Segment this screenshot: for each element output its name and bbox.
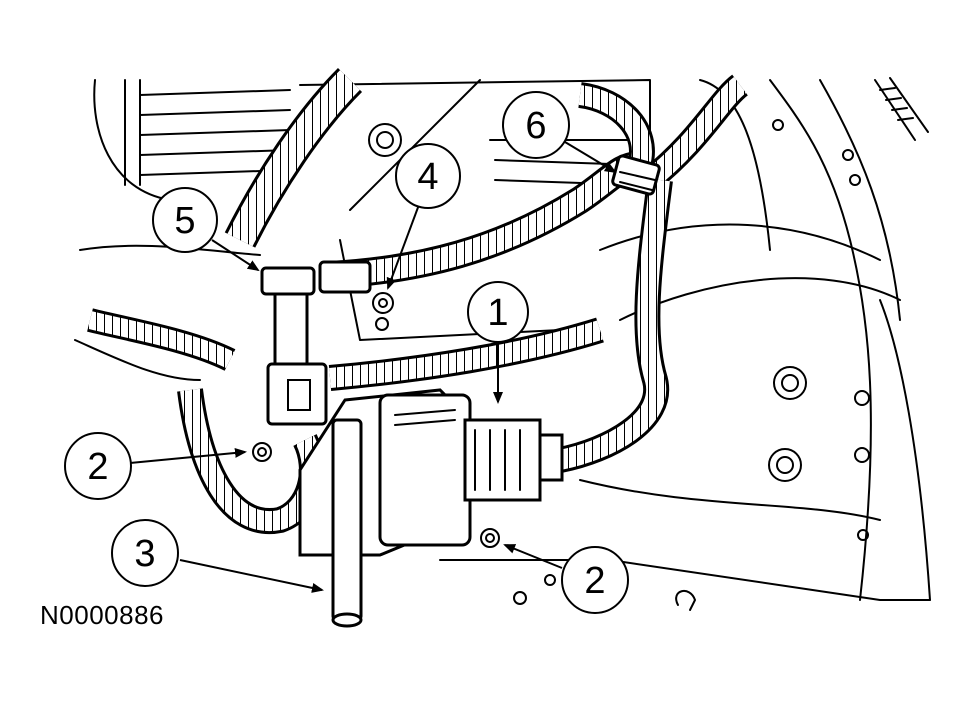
figure-reference-code: N0000886 [40, 600, 164, 630]
callout-3: 3 [111, 519, 179, 587]
vent-tube [331, 418, 363, 628]
callout-4: 4 [395, 143, 461, 209]
bolt [874, 77, 929, 141]
callout-1: 1 [467, 281, 529, 343]
callout-1-label: 1 [487, 292, 508, 334]
callout-2-left-label: 2 [87, 446, 108, 488]
callout-5: 5 [152, 187, 218, 253]
callout-6-label: 6 [525, 105, 546, 147]
callout-3-label: 3 [134, 533, 155, 575]
electrical-connector [260, 260, 372, 426]
callout-2-right: 2 [561, 546, 629, 614]
callout-6: 6 [502, 91, 570, 159]
callout-2-right-label: 2 [584, 560, 605, 602]
callout-leaders [129, 141, 617, 593]
wire-clip [675, 590, 696, 611]
callout-5-label: 5 [174, 200, 195, 242]
callout-4-label: 4 [417, 156, 438, 198]
mounting-stud [372, 292, 394, 331]
callout-2-left: 2 [64, 432, 132, 500]
mounting-holes [368, 119, 870, 605]
